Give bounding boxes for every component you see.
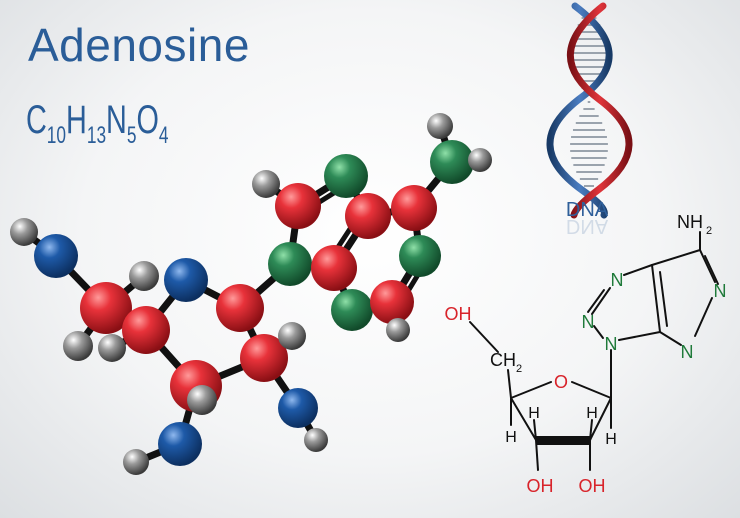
ch2-subscript: 2	[516, 363, 522, 375]
oh-top-label: OH	[445, 304, 472, 324]
hydrogen-atom	[123, 449, 149, 475]
carbon-atom	[391, 185, 437, 231]
oxygen-atom	[158, 422, 202, 466]
formula-subscript: 13	[86, 122, 107, 149]
oxygen-atom	[34, 234, 78, 278]
h-label-3: H	[505, 429, 517, 446]
dna-helix-icon: DNA DNA	[546, 2, 633, 237]
hydrogen-atom	[63, 331, 93, 361]
nitrogen-atom	[268, 242, 312, 286]
carbon-atom	[370, 280, 414, 324]
ribose-front-bond	[535, 436, 592, 445]
dna-strand-blue	[546, 2, 613, 219]
formula-element: C	[26, 98, 47, 142]
carbon-atom	[311, 245, 357, 291]
structural-formula: NH 2 N N N N N OH CH 2 O H H H H OH OH	[445, 212, 727, 496]
n9-label: N	[605, 334, 618, 354]
nh2-label: NH	[677, 212, 703, 232]
h-label-4: H	[605, 431, 617, 448]
n7-label: N	[611, 270, 624, 290]
nh2-subscript: 2	[706, 225, 712, 237]
n3-label: N	[681, 342, 694, 362]
nitrogen-atom	[430, 140, 474, 184]
dna-label-reflection: DNA	[566, 215, 609, 237]
carbon-atom	[122, 306, 170, 354]
nitrogen-atom	[399, 235, 441, 277]
hydrogen-atom	[187, 385, 217, 415]
carbon-atom	[240, 334, 288, 382]
carbon-atom	[275, 183, 321, 229]
ball-and-stick-model	[10, 113, 492, 475]
page-title: Adenosine	[28, 19, 250, 71]
dna-strand-red	[566, 2, 633, 219]
n-left-label: N	[582, 312, 595, 332]
ch2-label: CH	[490, 350, 516, 370]
formula-subscript: 5	[126, 122, 137, 149]
h-label-1: H	[528, 405, 540, 422]
hydrogen-atom	[98, 334, 126, 362]
nitrogen-atom	[331, 289, 373, 331]
hydrogen-atom	[468, 148, 492, 172]
oh-left-label: OH	[527, 476, 554, 496]
formula-subscript: 10	[46, 122, 67, 149]
hydrogen-atom	[252, 170, 280, 198]
hydrogen-atom	[427, 113, 453, 139]
formula-element: O	[136, 98, 159, 142]
oh-right-label: OH	[579, 476, 606, 496]
carbon-atom	[80, 282, 132, 334]
hydrogen-atom	[304, 428, 328, 452]
carbon-atom	[216, 284, 264, 332]
formula-element: H	[66, 98, 87, 142]
carbon-atom	[345, 193, 391, 239]
hydrogen-atom	[129, 261, 159, 291]
formula-subscript: 4	[158, 122, 169, 149]
hydrogen-atom	[278, 322, 306, 350]
oxygen-atom	[278, 388, 318, 428]
chemical-formula: C10H13N5O4	[26, 98, 169, 148]
hydrogen-atom	[10, 218, 38, 246]
oxygen-atom	[164, 258, 208, 302]
dna-label: DNA	[566, 199, 609, 221]
h-label-2: H	[586, 405, 598, 422]
hydrogen-atom	[386, 318, 410, 342]
nitrogen-atom	[324, 154, 368, 198]
ring-oxygen-label: O	[554, 372, 568, 392]
model-atoms	[10, 113, 492, 475]
dna-rungs	[570, 17, 608, 201]
structure-bonds	[469, 231, 719, 471]
n1-label: N	[714, 281, 727, 301]
formula-element: N	[106, 98, 127, 142]
